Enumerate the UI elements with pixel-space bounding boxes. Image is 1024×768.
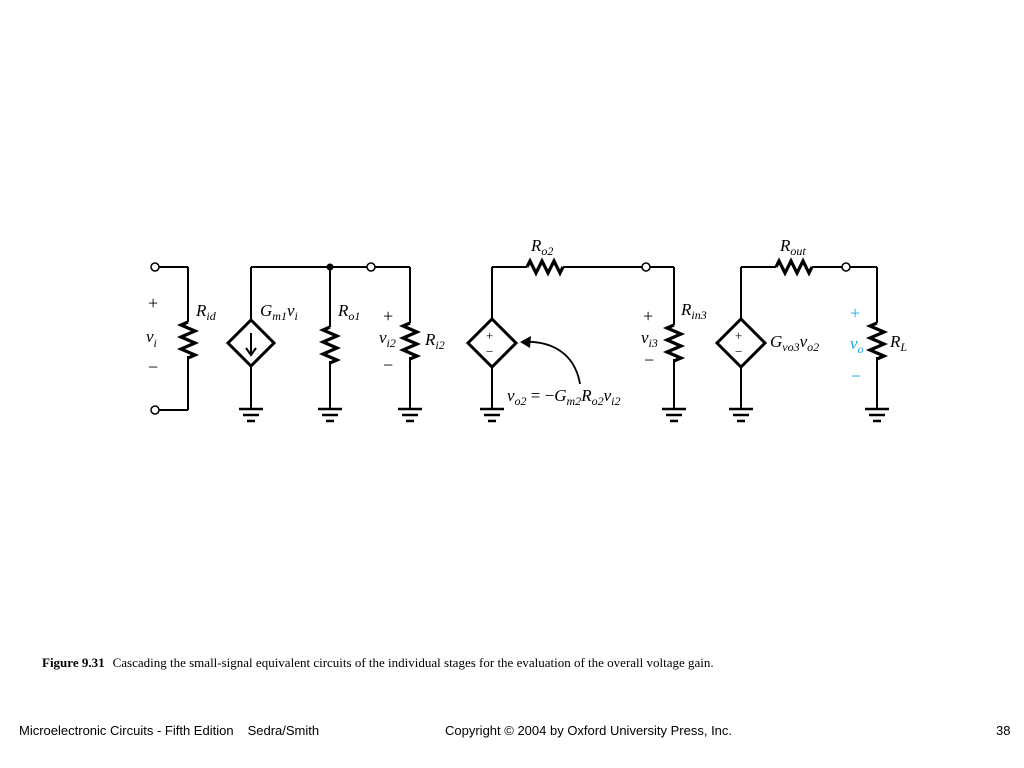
- stage-3: Rout + − Gvo3vo2 + vo − RL: [714, 236, 907, 423]
- vi2-plus: +: [383, 306, 393, 326]
- vo2-equation: vo2 = −Gm2Ro2vi2: [507, 386, 620, 408]
- page-number: 38: [996, 723, 1011, 738]
- book-title: Microelectronic Circuits - Fifth Edition: [19, 723, 234, 738]
- vi3-minus: −: [644, 350, 654, 370]
- copyright: Copyright © 2004 by Oxford University Pr…: [445, 723, 733, 738]
- down-arrow-icon: [245, 347, 257, 357]
- ground-icon: [662, 407, 686, 423]
- footer-left: Microelectronic Circuits - Fifth Edition…: [19, 723, 319, 738]
- vo-minus: −: [851, 366, 861, 386]
- stage1-output-terminal: [366, 262, 376, 272]
- rout-label: Rout: [779, 236, 806, 258]
- stage-2: Ro2 + − vo2 = −Gm2Ro2vi2 + vi3 − Rin3: [465, 236, 707, 423]
- stage2-output-terminal: [641, 262, 651, 272]
- stage-1: + vi − Rid Gm1vi Ro1 + vi2 − Ri2: [146, 262, 445, 423]
- rid-label: Rid: [195, 301, 217, 323]
- rid-resistor: [176, 320, 200, 360]
- input-terminal-bottom: [150, 405, 160, 415]
- vo-label: vo: [850, 334, 864, 356]
- ground-icon: [239, 407, 263, 423]
- rl-label: RL: [889, 332, 907, 354]
- rin3-resistor: [662, 323, 686, 363]
- ground-icon: [480, 407, 504, 423]
- figure-caption: Figure 9.31 Cascading the small-signal eq…: [42, 655, 1002, 671]
- ground-icon: [729, 407, 753, 423]
- ro1-resistor: [318, 325, 342, 365]
- rout-resistor: [774, 257, 814, 277]
- figure-number: Figure 9.31: [42, 655, 105, 670]
- ro2-label: Ro2: [530, 236, 553, 258]
- rin3-label: Rin3: [680, 300, 707, 322]
- input-minus: −: [148, 357, 158, 377]
- input-terminal-top: [150, 262, 160, 272]
- ro2-resistor: [525, 257, 565, 277]
- dependent-voltage-source: [714, 316, 768, 370]
- caption-text: Cascading the small-signal equivalent ci…: [112, 655, 714, 670]
- ro1-label: Ro1: [337, 301, 360, 323]
- vs3-minus: −: [735, 344, 742, 359]
- input-voltage-label: vi: [146, 327, 157, 350]
- vs3-plus: +: [735, 328, 742, 343]
- ground-icon: [398, 407, 422, 423]
- ground-icon: [865, 407, 889, 423]
- vs2-plus: +: [486, 328, 493, 343]
- dependent-voltage-source: [465, 316, 519, 370]
- vo-plus: +: [850, 303, 860, 323]
- vs2-minus: −: [486, 344, 493, 359]
- rl-resistor: [865, 321, 889, 361]
- input-plus: +: [148, 293, 158, 313]
- gvo3-source-label: Gvo3vo2: [770, 332, 819, 354]
- curved-arrow-icon: [521, 340, 581, 385]
- ground-icon: [318, 407, 342, 423]
- gm1-source-label: Gm1vi: [260, 301, 298, 323]
- vi3-plus: +: [643, 306, 653, 326]
- output-terminal: [841, 262, 851, 272]
- vi2-minus: −: [383, 355, 393, 375]
- vi3-label: vi3: [641, 328, 658, 350]
- authors: Sedra/Smith: [247, 723, 320, 738]
- ri2-label: Ri2: [424, 330, 445, 352]
- ri2-resistor: [398, 321, 422, 361]
- vi2-label: vi2: [379, 328, 396, 350]
